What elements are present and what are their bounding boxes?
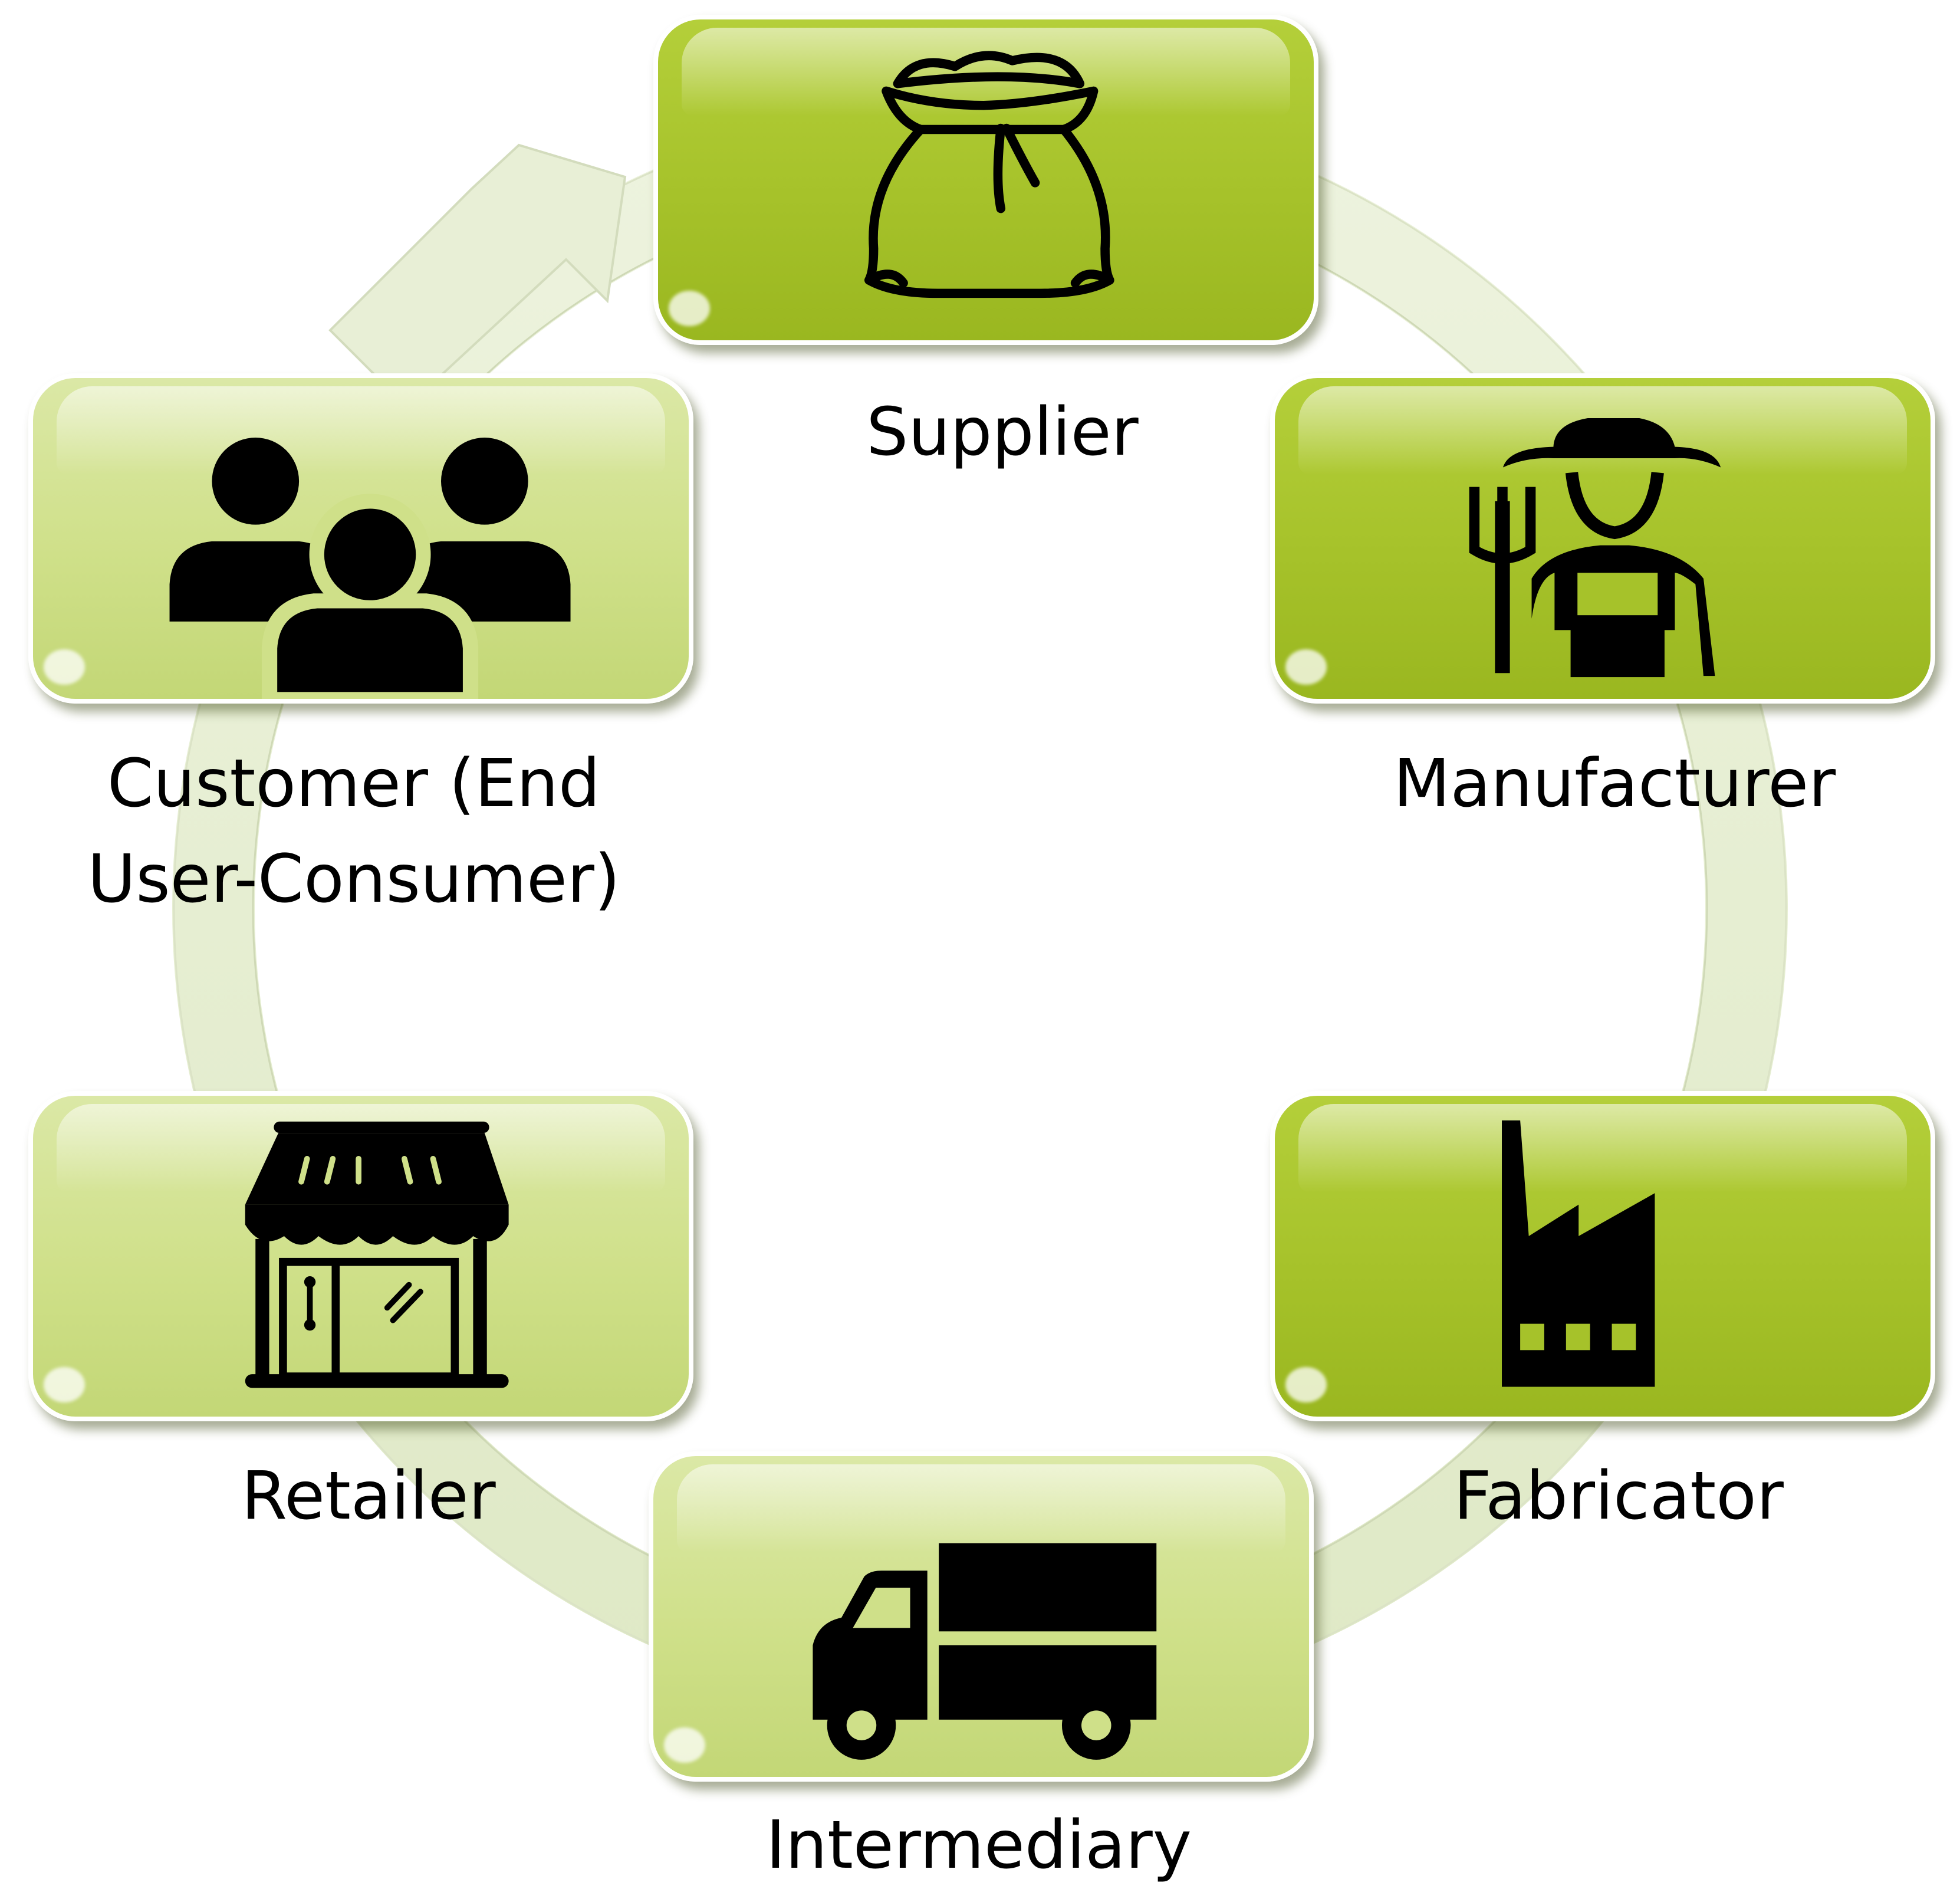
customer-label-line-2: User-Consumer) — [87, 841, 620, 918]
customer-label-line-1: Customer (End — [107, 745, 601, 822]
delivery-truck-icon — [813, 1543, 1157, 1760]
fabricator-label: Fabricator — [1453, 1458, 1784, 1535]
intermediary-box — [649, 1451, 1314, 1782]
retailer-box — [28, 1091, 693, 1421]
fabricator-box — [1270, 1091, 1935, 1421]
farmer-icon — [1469, 418, 1721, 678]
people-group-icon — [169, 438, 571, 699]
supplier-label: Supplier — [866, 394, 1139, 471]
retailer-label: Retailer — [241, 1458, 496, 1535]
grain-sack-icon — [864, 51, 1114, 298]
customer-box — [28, 373, 693, 704]
cycle-arrowhead — [328, 143, 627, 409]
customer-label: Customer (End User-Consumer) — [87, 736, 620, 927]
supplier-box — [653, 15, 1318, 345]
storefront-icon — [245, 1121, 509, 1388]
manufacturer-label: Manufacturer — [1393, 745, 1836, 822]
intermediary-label: Intermediary — [765, 1807, 1192, 1884]
factory-icon — [1502, 1120, 1655, 1387]
manufacturer-box — [1270, 373, 1935, 704]
